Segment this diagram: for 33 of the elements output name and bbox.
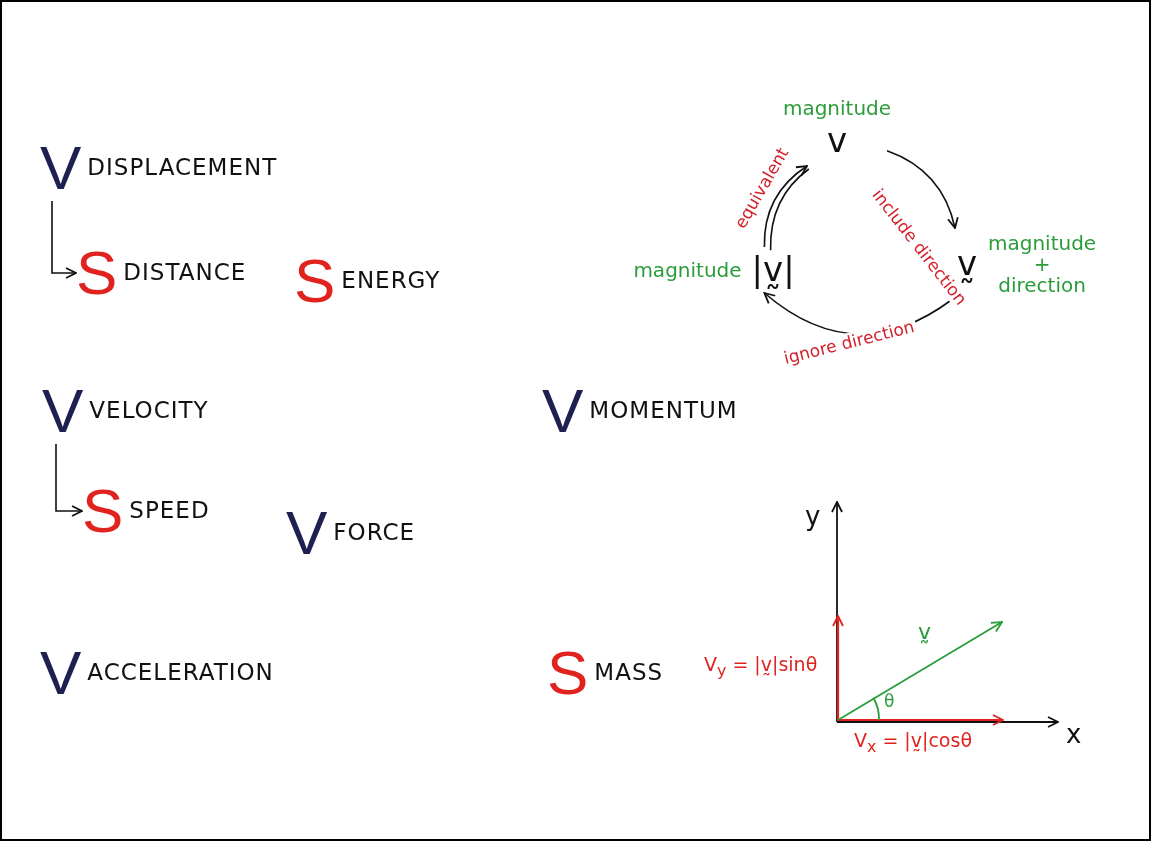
axis-label: y [805, 502, 821, 531]
large-letter: V [286, 502, 328, 564]
large-letter: V [42, 380, 84, 442]
symbol-text: v [826, 122, 848, 159]
quantity-word: SPEED [129, 498, 210, 524]
property-text: magnitude + direction [987, 232, 1098, 296]
property-text: magnitude [633, 259, 742, 281]
large-letter: V [542, 380, 584, 442]
large-letter: S [294, 250, 336, 312]
angle-label: θ [884, 692, 895, 711]
quantity-word: ENERGY [341, 268, 441, 294]
large-letter: V [40, 137, 82, 199]
large-letter: S [82, 480, 124, 542]
arrow [886, 150, 959, 229]
arrow [763, 165, 810, 252]
property-text: magnitude [782, 97, 892, 119]
axis-label: x [1066, 720, 1082, 749]
quantity-word: MASS [594, 660, 664, 686]
component-formula: V$_{y}$ = |v̰|sinθ [704, 654, 818, 680]
vector-symbol: |v̰| [751, 252, 795, 288]
quantity-word: FORCE [333, 520, 416, 546]
quantity-word: DISTANCE [123, 260, 247, 286]
arrow [55, 443, 83, 517]
quantity-word: DISPLACEMENT [87, 155, 278, 181]
large-letter: V [40, 642, 82, 704]
large-letter: S [547, 642, 589, 704]
large-letter: S [76, 242, 118, 304]
vector-label: v̰ [918, 620, 932, 645]
quantity-word: ACCELERATION [87, 660, 274, 686]
quantity-word: MOMENTUM [589, 398, 738, 424]
arrow [51, 200, 77, 279]
quantity-word: VELOCITY [89, 398, 209, 424]
component-formula: V$_{x}$ = |v̰|cosθ [854, 730, 972, 756]
